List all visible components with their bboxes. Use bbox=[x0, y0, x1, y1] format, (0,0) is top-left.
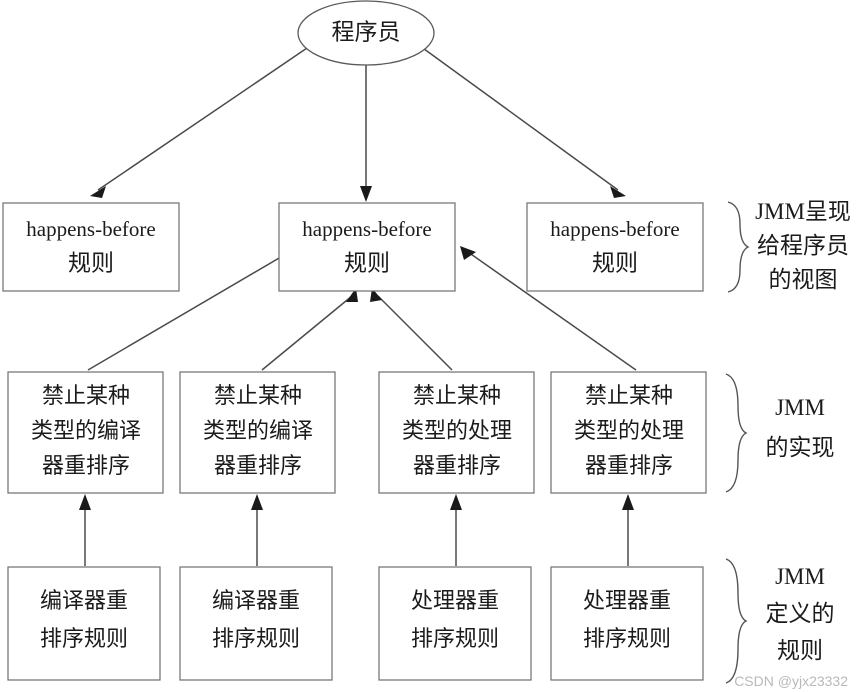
arrowhead-hb-right bbox=[610, 186, 626, 198]
node-hb-right[interactable]: happens-before 规则 bbox=[526, 202, 704, 292]
rule-compiler-1-line1: 编译器重 bbox=[40, 588, 128, 613]
watermark-label: CSDN @yjx23332 bbox=[734, 673, 848, 689]
forbid-compiler-2-line2: 类型的编译 bbox=[203, 418, 313, 443]
programmer-ellipse-shape bbox=[297, 0, 435, 66]
forbid-processor-2-line2: 类型的处理 bbox=[574, 418, 684, 443]
arrowhead-hb-left bbox=[90, 186, 106, 198]
annotation-view-line2: 给程序员 bbox=[757, 233, 849, 258]
annotation-implementation-line1: JMM bbox=[775, 395, 825, 420]
forbid-processor-2-line3: 器重排序 bbox=[585, 453, 673, 478]
rule-compiler-1-box-shape bbox=[7, 566, 161, 681]
node-rule-compiler-1[interactable]: 编译器重 排序规则 bbox=[7, 566, 161, 681]
forbid-compiler-2-box-shape bbox=[179, 371, 336, 494]
annotation-view-line3: 的视图 bbox=[769, 267, 838, 292]
forbid-compiler-1-line1: 禁止某种 bbox=[42, 383, 130, 408]
rule-processor-2-line2: 排序规则 bbox=[583, 626, 671, 651]
hb-center-label-line1: happens-before bbox=[302, 217, 431, 241]
programmer-label: 程序员 bbox=[332, 19, 401, 44]
forbid-compiler-2-line1: 禁止某种 bbox=[214, 383, 302, 408]
edge-forbid1-to-hb-center bbox=[87, 253, 287, 371]
curly-brace-defined-rules-icon bbox=[725, 558, 748, 684]
forbid-processor-2-line1: 禁止某种 bbox=[585, 383, 673, 408]
node-forbid-processor-2[interactable]: 禁止某种 类型的处理 器重排序 bbox=[550, 371, 707, 494]
forbid-compiler-1-line2: 类型的编译 bbox=[31, 418, 141, 443]
node-rule-processor-2[interactable]: 处理器重 排序规则 bbox=[550, 566, 704, 681]
edges-rules-to-forbid bbox=[79, 494, 634, 566]
rule-compiler-2-line2: 排序规则 bbox=[212, 626, 300, 651]
hb-center-label-line2: 规则 bbox=[344, 250, 390, 275]
node-hb-left[interactable]: happens-before 规则 bbox=[2, 202, 180, 292]
hb-center-box-shape bbox=[278, 202, 456, 292]
node-programmer[interactable]: 程序员 bbox=[297, 0, 435, 66]
rule-processor-1-line1: 处理器重 bbox=[411, 588, 499, 613]
annotation-defined-rules-line2: 定义的 bbox=[766, 601, 835, 626]
annotation-defined-rules-line1: JMM bbox=[775, 564, 825, 589]
edge-programmer-to-hb-right bbox=[419, 45, 619, 191]
node-hb-center[interactable]: happens-before 规则 bbox=[278, 202, 456, 292]
rule-processor-2-line1: 处理器重 bbox=[583, 588, 671, 613]
arrowhead-rule3 bbox=[450, 494, 462, 510]
arrowhead-hb-center bbox=[360, 186, 372, 202]
forbid-processor-1-line2: 类型的处理 bbox=[402, 418, 512, 443]
node-forbid-compiler-2[interactable]: 禁止某种 类型的编译 器重排序 bbox=[179, 371, 336, 494]
node-forbid-compiler-1[interactable]: 禁止某种 类型的编译 器重排序 bbox=[7, 371, 164, 494]
curly-brace-view-icon bbox=[727, 201, 750, 293]
curly-brace-implementation-icon bbox=[725, 373, 748, 493]
edge-forbid4-to-hb-center bbox=[467, 251, 637, 371]
hb-right-label-line2: 规则 bbox=[592, 250, 638, 275]
rule-compiler-2-line1: 编译器重 bbox=[212, 588, 300, 613]
annotation-defined-rules-line3: 规则 bbox=[777, 638, 823, 663]
rule-processor-1-line2: 排序规则 bbox=[411, 626, 499, 651]
arrowhead-forbid4 bbox=[460, 246, 476, 260]
forbid-compiler-2-line3: 器重排序 bbox=[214, 453, 302, 478]
edge-forbid3-to-hb-center bbox=[377, 295, 453, 371]
hb-left-box-shape bbox=[2, 202, 180, 292]
annotation-implementation-line2: 的实现 bbox=[766, 435, 835, 460]
hb-right-label-line1: happens-before bbox=[550, 217, 679, 241]
rule-compiler-1-line2: 排序规则 bbox=[40, 626, 128, 651]
annotation-implementation: JMM 的实现 bbox=[725, 373, 835, 493]
rule-processor-2-box-shape bbox=[550, 566, 704, 681]
arrowhead-rule2 bbox=[251, 494, 263, 510]
forbid-processor-1-box-shape bbox=[378, 371, 535, 494]
forbid-processor-2-box-shape bbox=[550, 371, 707, 494]
annotation-view-line1: JMM呈现 bbox=[755, 199, 851, 224]
edges-programmer-to-hb bbox=[90, 45, 626, 202]
hb-right-box-shape bbox=[526, 202, 704, 292]
edge-programmer-to-hb-left bbox=[97, 45, 311, 191]
hb-left-label-line2: 规则 bbox=[68, 250, 114, 275]
rule-compiler-2-box-shape bbox=[179, 566, 333, 681]
node-rule-processor-1[interactable]: 处理器重 排序规则 bbox=[378, 566, 532, 681]
arrowhead-rule4 bbox=[622, 494, 634, 510]
rule-processor-1-box-shape bbox=[378, 566, 532, 681]
arrowhead-rule1 bbox=[79, 494, 91, 510]
edge-forbid2-to-hb-center bbox=[261, 295, 353, 371]
forbid-processor-1-line3: 器重排序 bbox=[413, 453, 501, 478]
hb-left-label-line1: happens-before bbox=[26, 217, 155, 241]
node-rule-compiler-2[interactable]: 编译器重 排序规则 bbox=[179, 566, 333, 681]
forbid-compiler-1-box-shape bbox=[7, 371, 164, 494]
annotation-view: JMM呈现 给程序员 的视图 bbox=[727, 199, 851, 293]
annotation-defined-rules: JMM 定义的 规则 bbox=[725, 558, 835, 684]
forbid-processor-1-line1: 禁止某种 bbox=[413, 383, 501, 408]
node-forbid-processor-1[interactable]: 禁止某种 类型的处理 器重排序 bbox=[378, 371, 535, 494]
forbid-compiler-1-line3: 器重排序 bbox=[42, 453, 130, 478]
